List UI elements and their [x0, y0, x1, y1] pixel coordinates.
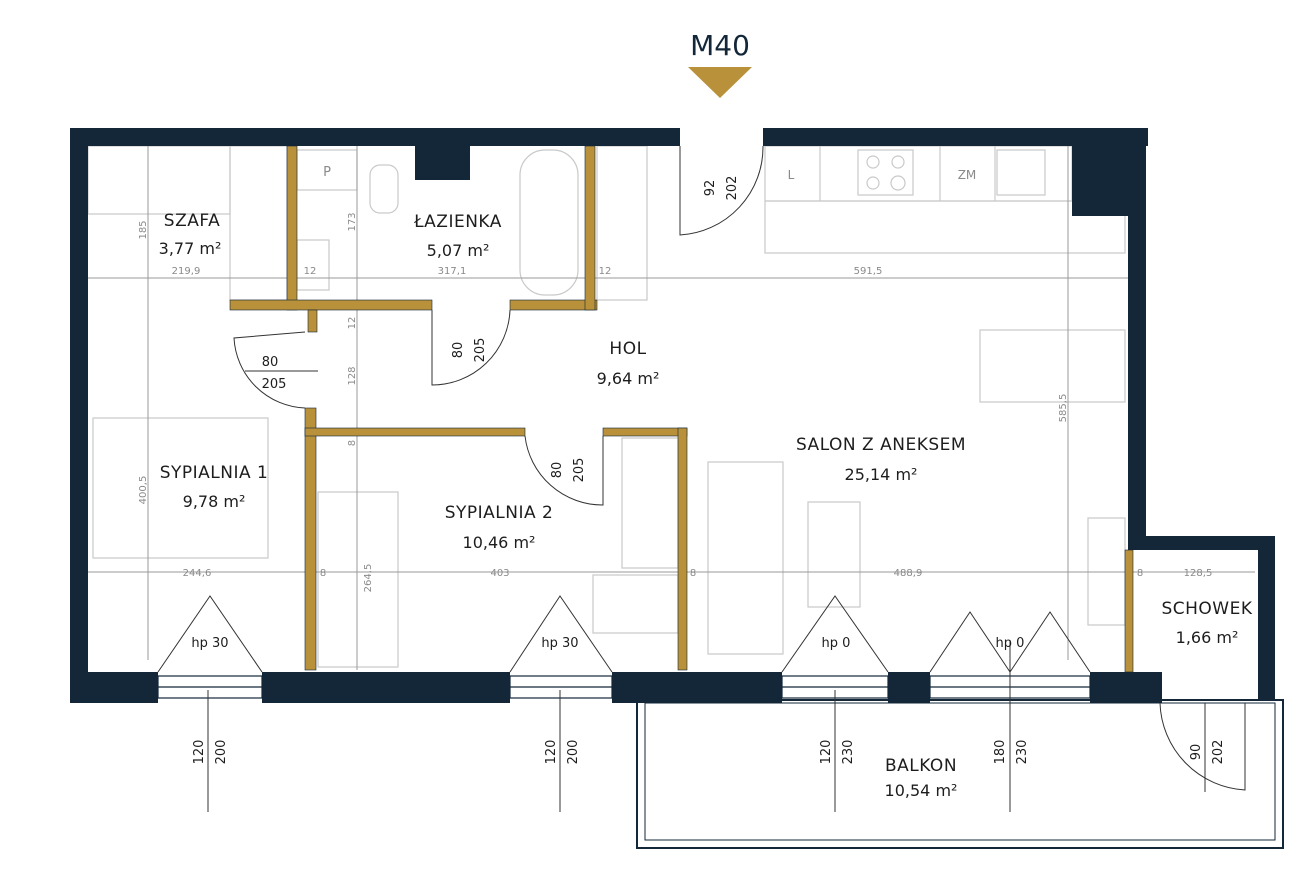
- dim-label: 403: [490, 568, 509, 579]
- washer-label: P: [323, 165, 331, 180]
- window-3-height: 230: [841, 740, 856, 765]
- storage-door-width: 90: [1189, 744, 1204, 761]
- entrance-marker-icon: [688, 67, 752, 98]
- dimension-lines: [80, 140, 1255, 670]
- bath-door-width: 80: [451, 342, 466, 359]
- dim-label: 185: [138, 220, 149, 239]
- bed1-door-height: 205: [262, 377, 287, 392]
- window-3-sill: hp 0: [822, 636, 851, 651]
- window-2-height: 200: [566, 740, 581, 765]
- room-area-schowek: 1,66 m²: [1176, 628, 1239, 647]
- bed1-door-width: 80: [262, 355, 279, 370]
- dim-label: 8: [690, 568, 696, 579]
- storage-door-height: 202: [1211, 740, 1226, 765]
- window-2-sill: hp 30: [541, 636, 578, 651]
- dim-label: 128,5: [1184, 568, 1213, 579]
- window-3-width: 120: [819, 740, 834, 765]
- dim-label: 12: [304, 266, 317, 277]
- window-4-width: 180: [993, 740, 1008, 765]
- window-1-height: 200: [214, 740, 229, 765]
- entry-door-width: 92: [703, 180, 718, 197]
- dimension-labels: 219,9 12 317,1 12 591,5 185 173 12 128 8…: [138, 212, 1212, 592]
- room-area-szafa: 3,77 m²: [159, 239, 222, 258]
- room-name-schowek: SCHOWEK: [1161, 599, 1252, 619]
- dim-label: 128: [347, 366, 358, 385]
- room-name-hol: HOL: [609, 339, 646, 359]
- dim-label: 585,5: [1058, 394, 1069, 423]
- room-name-sypialnia-2: SYPIALNIA 2: [445, 503, 554, 523]
- window-4-height: 230: [1015, 740, 1030, 765]
- room-area-hol: 9,64 m²: [597, 369, 660, 388]
- balcony-outline: [636, 699, 1284, 849]
- dishwasher-label: ZM: [958, 168, 977, 182]
- window-1-sill: hp 30: [191, 636, 228, 651]
- bed2-door-height: 205: [572, 458, 587, 483]
- dim-label: 8: [1137, 568, 1143, 579]
- room-area-sypialnia-2: 10,46 m²: [463, 533, 536, 552]
- dim-label: 12: [599, 266, 612, 277]
- bed2-door-width: 80: [550, 462, 565, 479]
- room-area-lazienka: 5,07 m²: [427, 241, 490, 260]
- window-2-width: 120: [544, 740, 559, 765]
- room-name-salon: SALON Z ANEKSEM: [796, 435, 966, 455]
- window-1-width: 120: [192, 740, 207, 765]
- furniture: P L ZM: [87, 145, 1126, 668]
- exterior-walls: [70, 128, 1275, 703]
- dim-label: 8: [320, 568, 326, 579]
- dim-label: 488,9: [894, 568, 923, 579]
- room-area-salon: 25,14 m²: [845, 465, 918, 484]
- dim-label: 264,5: [363, 564, 374, 593]
- room-name-balkon: BALKON: [885, 756, 957, 776]
- room-name-lazienka: ŁAZIENKA: [413, 212, 502, 232]
- room-name-szafa: SZAFA: [164, 211, 220, 231]
- room-name-sypialnia-1: SYPIALNIA 1: [160, 463, 269, 483]
- room-area-sypialnia-1: 9,78 m²: [183, 492, 246, 511]
- dim-label: 591,5: [854, 266, 883, 277]
- entry-door-height: 202: [725, 176, 740, 201]
- fridge-label: L: [788, 168, 795, 182]
- window-4-sill: hp 0: [996, 636, 1025, 651]
- dim-label: 173: [347, 212, 358, 231]
- dim-label: 12: [347, 317, 358, 330]
- dim-label: 317,1: [438, 266, 467, 277]
- dim-label: 219,9: [172, 266, 201, 277]
- dim-label: 8: [347, 440, 358, 446]
- room-area-balkon: 10,54 m²: [885, 781, 958, 800]
- bath-door-height: 205: [473, 338, 488, 363]
- door-labels: 92 202 80 205 80 205 80 205 90 202 hp 30…: [191, 176, 1226, 765]
- dim-label: 400,5: [138, 476, 149, 505]
- interior-partitions: [229, 145, 1134, 673]
- door-swings: [157, 145, 1246, 812]
- apartment-title: M40: [690, 29, 750, 62]
- dim-label: 244,6: [183, 568, 212, 579]
